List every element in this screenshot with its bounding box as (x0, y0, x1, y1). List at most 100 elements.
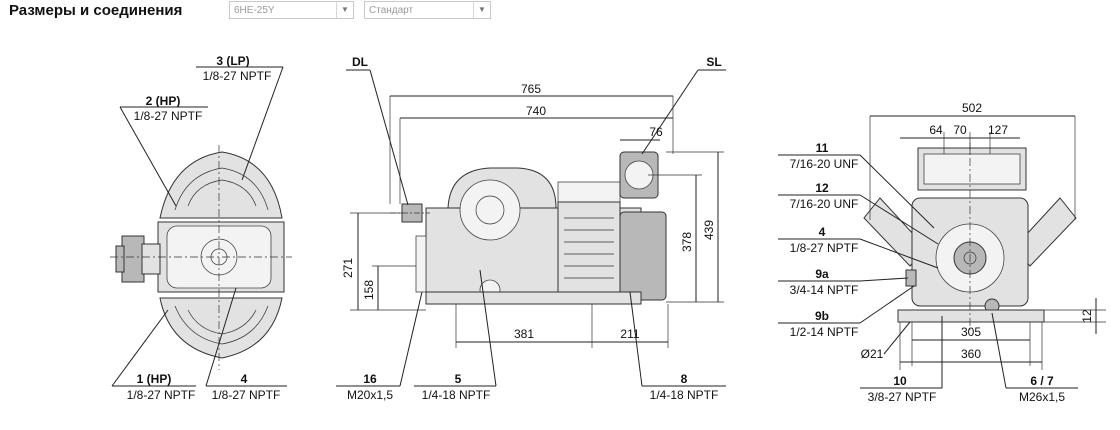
callout-16-number: 16 (363, 372, 377, 386)
callout-1-hp: 1 (HP) 1/8-27 NPTF (111, 309, 196, 402)
dimension-158: 158 (362, 265, 416, 310)
callout-9a-thread: 3/4-14 NPTF (790, 283, 859, 297)
dimension-740: 740 (399, 104, 673, 204)
callout-5-number: 5 (455, 372, 462, 386)
dimension-439: 439 (666, 151, 724, 303)
discharge-port-block (415, 235, 427, 293)
dim-439-value: 439 (702, 220, 716, 240)
callout-4-thread: 1/8-27 NPTF (212, 388, 281, 402)
callout-4-front-number: 4 (819, 225, 826, 239)
callout-4-number: 4 (241, 372, 248, 386)
callout-11: 11 7/16-20 UNF (778, 141, 935, 229)
callout-11-number: 11 (816, 141, 829, 155)
dimension-271: 271 (341, 212, 426, 311)
dia-21-leader (883, 321, 911, 355)
base-rail (425, 291, 642, 305)
callout-3-number: 3 (LP) (216, 54, 249, 68)
callout-3-thread: 1/8-27 NPTF (203, 69, 272, 83)
side-view-svg: DL SL 765 740 76 439 378 271 (336, 55, 726, 402)
callout-9a: 9a 3/4-14 NPTF (778, 267, 909, 297)
callout-16: 16 M20x1,5 (336, 291, 423, 402)
callout-8-number: 8 (681, 372, 688, 386)
bottom-cylinder-head (159, 297, 283, 359)
dimension-12: 12 (1044, 298, 1106, 334)
callout-3-leader (241, 66, 284, 181)
end-view-drawing: 3 (LP) 1/8-27 NPTF 2 (HP) 1/8-27 NPTF 1 … (0, 30, 320, 430)
model-select-value: 6HE-25Y (234, 5, 275, 16)
callout-2-thread: 1/8-27 NPTF (134, 109, 203, 123)
dimension-378: 378 (648, 174, 702, 302)
callout-2-number: 2 (HP) (146, 94, 181, 108)
sl-label: SL (706, 55, 721, 69)
dim-127-value: 127 (988, 123, 1008, 137)
callout-1-leader (111, 309, 169, 387)
dim-381-value: 381 (514, 327, 534, 341)
left-cylinder-bank (863, 197, 927, 267)
callout-8: 8 1/4-18 NPTF (629, 291, 726, 402)
front-view-drawing: 502 64 70 127 12 305 360 Ø21 11 7/16-20 … (760, 30, 1120, 430)
chevron-down-icon: ▼ (473, 2, 490, 18)
dim-70-value: 70 (953, 123, 967, 137)
dim-211-value: 211 (620, 327, 639, 341)
callout-3-lp: 3 (LP) 1/8-27 NPTF (196, 54, 284, 181)
motor-fin-section (557, 201, 621, 299)
callout-12-thread: 7/16-20 UNF (790, 197, 859, 211)
compressor-end-body (110, 145, 292, 370)
callout-9b-thread: 1/2-14 NPTF (790, 325, 859, 339)
dim-64-value: 64 (929, 123, 943, 137)
variant-select[interactable]: Стандарт ▼ (364, 1, 491, 19)
valve-cap (115, 245, 125, 273)
callout-4-leader (205, 287, 237, 387)
cylinder-cover (459, 179, 521, 241)
sl-leader (641, 69, 699, 155)
dimension-211: 211 (592, 304, 669, 348)
shaft-center (963, 251, 977, 265)
cylinder-cover-ring (475, 195, 505, 225)
callout-4-front-leader (859, 238, 939, 269)
front-view-svg: 502 64 70 127 12 305 360 Ø21 11 7/16-20 … (778, 101, 1106, 404)
bottom-head-fins (174, 305, 269, 345)
model-select[interactable]: 6HE-25Y ▼ (229, 1, 354, 19)
callout-6-7-number: 6 / 7 (1030, 374, 1054, 388)
dimension-305: 305 (911, 322, 1031, 366)
dl-label: DL (352, 55, 368, 69)
callout-12-leader (859, 194, 939, 245)
callout-9b-leader (859, 285, 915, 324)
callout-6-7-leader (991, 312, 1007, 389)
callout-16-thread: M20x1,5 (347, 388, 393, 402)
callout-10: 10 3/8-27 NPTF (860, 316, 943, 404)
callout-9b-number: 9b (815, 309, 829, 323)
end-view-svg: 3 (LP) 1/8-27 NPTF 2 (HP) 1/8-27 NPTF 1 … (110, 54, 292, 402)
callout-9b: 9b 1/2-14 NPTF (778, 285, 915, 339)
right-cylinder-bank (1013, 197, 1077, 267)
dim-158-value: 158 (362, 280, 376, 300)
callout-10-thread: 3/8-27 NPTF (868, 390, 937, 404)
label-sl: SL (641, 55, 726, 155)
callout-2-leader (119, 106, 177, 207)
callout-2-hp: 2 (HP) 1/8-27 NPTF (119, 94, 208, 207)
callout-12: 12 7/16-20 UNF (778, 181, 939, 245)
callout-11-thread: 7/16-20 UNF (790, 157, 859, 171)
callout-9a-number: 9a (815, 267, 829, 281)
motor-end-cover (619, 211, 667, 301)
label-dl: DL (346, 55, 409, 206)
dim-378-value: 378 (680, 232, 694, 252)
dia-21-value: Ø21 (861, 347, 884, 361)
callout-8-thread: 1/4-18 NPTF (650, 388, 719, 402)
dim-502-value: 502 (962, 101, 982, 115)
callout-4: 4 1/8-27 NPTF (205, 287, 287, 402)
callout-6-7: 6 / 7 M26x1,5 (991, 312, 1078, 404)
dimension-64-70-127: 64 70 127 (900, 123, 1020, 154)
compressor-side-body (390, 151, 667, 305)
callout-11-leader (859, 154, 935, 229)
service-valve (121, 235, 145, 283)
callout-8-leader (629, 291, 643, 387)
dim-360-value: 360 (961, 347, 981, 361)
callout-5-thread: 1/4-18 NPTF (422, 388, 491, 402)
callout-4-front: 4 1/8-27 NPTF (778, 225, 939, 269)
variant-select-value: Стандарт (369, 5, 414, 16)
dimension-765: 765 (389, 82, 674, 204)
callout-10-number: 10 (893, 374, 907, 388)
top-head-fins (174, 167, 269, 211)
dimension-381: 381 (455, 304, 593, 348)
